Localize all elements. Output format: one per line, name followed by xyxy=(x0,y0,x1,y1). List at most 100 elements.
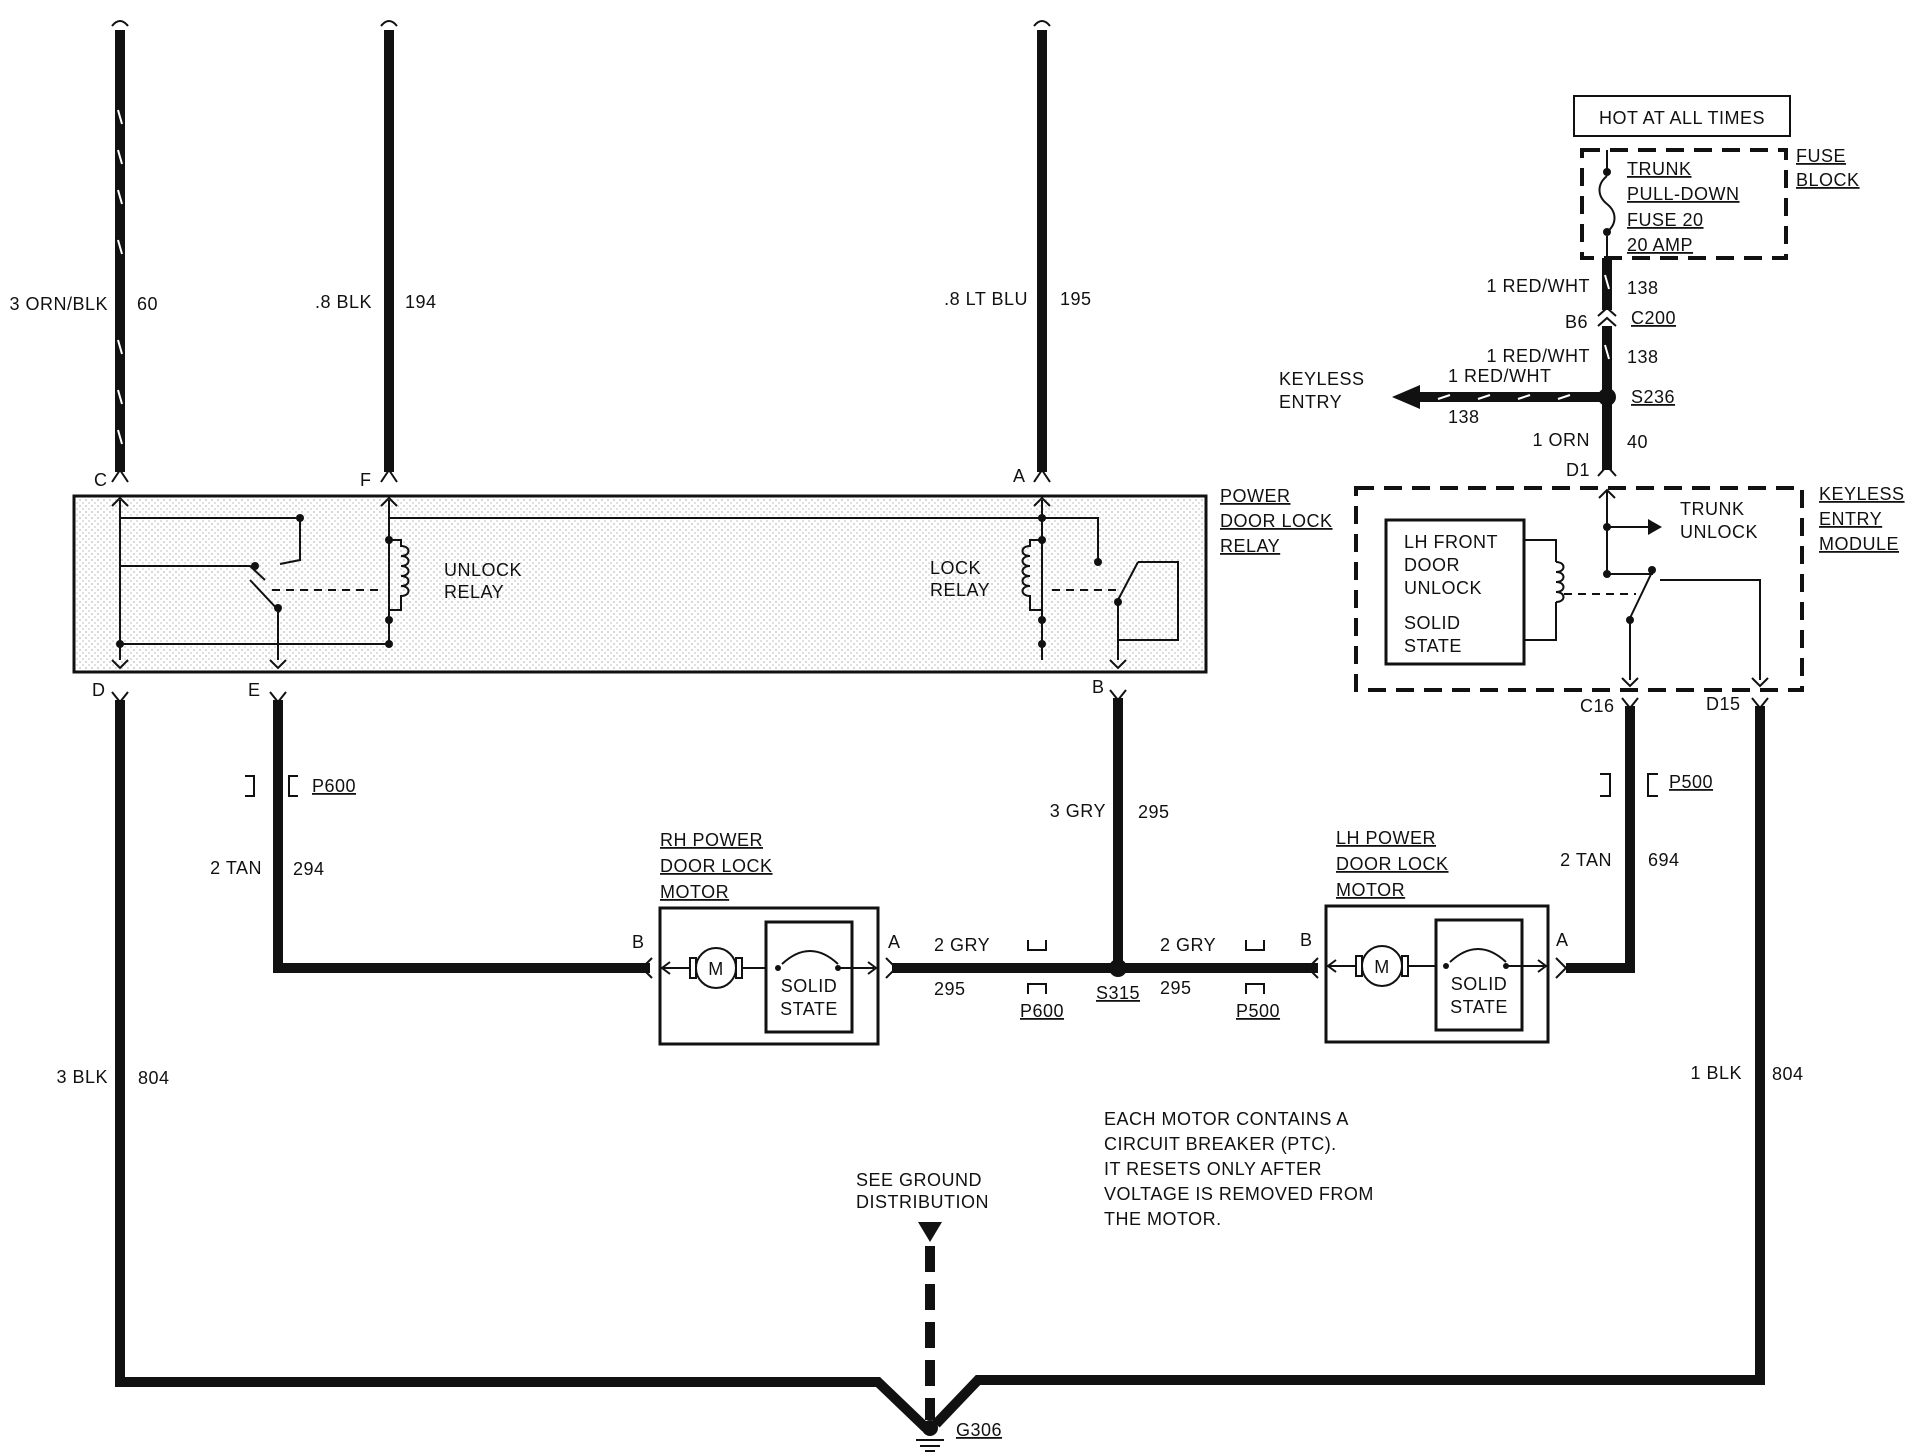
trunk-unlock-line1: TRUNK xyxy=(1680,499,1745,519)
trunk-unlock-line2: UNLOCK xyxy=(1680,522,1758,542)
relay-title-line3: RELAY xyxy=(1220,536,1280,556)
lh-motor-title-line1: LH POWER xyxy=(1336,828,1436,848)
wire-804r-circuit: 804 xyxy=(1772,1064,1804,1084)
connector-p600-icon xyxy=(245,775,255,797)
wire-40-label: 1 ORN xyxy=(1532,430,1590,450)
connector-p600-icon xyxy=(1027,940,1047,951)
wire-break-icon xyxy=(1033,20,1051,27)
wire-195-label: .8 LT BLU xyxy=(944,289,1028,309)
unlock-coil-icon xyxy=(389,539,410,611)
connector-p500-icon xyxy=(1245,983,1265,994)
p500-label-vertical: P500 xyxy=(1669,772,1713,792)
wire-60-label: 3 ORN/BLK xyxy=(9,294,108,314)
connector-p500-icon xyxy=(1245,940,1265,951)
wire-195: .8 LT BLU 195 A xyxy=(944,20,1092,486)
wire-138-feed: 1 RED/WHT 138 B6 C200 1 RED/WHT 138 S236… xyxy=(1487,258,1676,480)
switch-contact-icon xyxy=(781,950,839,965)
wire-804-loop: 3 BLK 804 1 BLK 804 xyxy=(56,691,1804,1432)
arrow-down-icon xyxy=(111,659,129,670)
connector-p500-icon xyxy=(1600,773,1611,797)
arrow-up-icon xyxy=(1033,496,1051,507)
rh-ss-line2: STATE xyxy=(780,999,838,1019)
kem-inner-line1: LH FRONT xyxy=(1404,532,1498,552)
rh-motor-pin-a: A xyxy=(888,932,901,952)
fuse-line1: TRUNK xyxy=(1627,159,1692,179)
kem-inner-line4: SOLID xyxy=(1404,613,1461,633)
arrow-down-icon xyxy=(1109,659,1127,670)
pin-e: E xyxy=(248,680,261,700)
wire-138a-label: 1 RED/WHT xyxy=(1487,276,1591,296)
unlock-relay-line2: RELAY xyxy=(444,582,504,602)
keyless-arrow-line1: KEYLESS xyxy=(1279,369,1365,389)
rh-motor-symbol: M xyxy=(708,959,724,979)
rh-ss-line1: SOLID xyxy=(781,976,838,996)
s236-label: S236 xyxy=(1631,387,1675,407)
pin-b-relay: B xyxy=(1092,677,1105,697)
arrow-up-icon xyxy=(1598,488,1616,499)
wire-194-label: .8 BLK xyxy=(315,292,372,312)
pin-c: C xyxy=(94,470,108,490)
wire-break-icon xyxy=(380,20,398,27)
wire-195-circuit: 195 xyxy=(1060,289,1092,309)
pin-d: D xyxy=(92,680,106,700)
arrow-right-icon xyxy=(1537,959,1548,973)
splice-s315 xyxy=(1109,959,1127,977)
lh-ss-line2: STATE xyxy=(1450,997,1508,1017)
wire-295r-circuit: 295 xyxy=(1160,978,1192,998)
connector-chevron-icon xyxy=(380,468,398,483)
ground-g306: SEE GROUND DISTRIBUTION G306 xyxy=(856,1170,1002,1452)
wire-694-circuit: 694 xyxy=(1648,850,1680,870)
keyless-arrow-circuit: 138 xyxy=(1448,407,1480,427)
note: EACH MOTOR CONTAINS A CIRCUIT BREAKER (P… xyxy=(1104,1109,1373,1229)
connector-chevron-icon xyxy=(640,957,653,979)
connector-chevron-icon xyxy=(111,468,129,483)
wire-295v-circuit: 295 xyxy=(1138,802,1170,822)
wire-694: P500 2 TAN 694 xyxy=(1560,697,1713,973)
fuse-line2: PULL-DOWN xyxy=(1627,184,1740,204)
kem-coil-icon xyxy=(1555,561,1565,603)
kem-title-line2: ENTRY xyxy=(1819,509,1882,529)
keyless-entry-module: LH FRONT DOOR UNLOCK SOLID STATE TRUNK U… xyxy=(1354,486,1804,692)
connector-chevron-icon xyxy=(1597,464,1617,477)
lh-motor-title-line3: MOTOR xyxy=(1336,880,1405,900)
wire-294-label: 2 TAN xyxy=(210,858,262,878)
connector-chevron-icon xyxy=(1306,957,1319,979)
keyless-entry-arrow: KEYLESS ENTRY 1 RED/WHT 138 xyxy=(1279,366,1607,427)
lh-motor-pin-a: A xyxy=(1556,930,1569,950)
pin-c16: C16 xyxy=(1580,696,1615,716)
kem-inner-line3: UNLOCK xyxy=(1404,578,1482,598)
arrow-down-icon xyxy=(918,1222,942,1242)
pin-a: A xyxy=(1013,466,1026,486)
lock-relay-line1: LOCK xyxy=(930,558,981,578)
relay-title-line1: POWER xyxy=(1220,486,1291,506)
p600-label: P600 xyxy=(1020,1001,1064,1021)
kem-title-line3: MODULE xyxy=(1819,534,1899,554)
wire-break-icon xyxy=(111,20,129,27)
wire-294: P600 2 TAN 294 xyxy=(210,691,650,973)
keyless-arrow-line2: ENTRY xyxy=(1279,392,1342,412)
lh-motor-title-line2: DOOR LOCK xyxy=(1336,854,1449,874)
wire-295-horizontal: 2 GRY 295 P600 S315 2 GRY 295 P500 xyxy=(892,935,1318,1021)
connector-chevron-icon xyxy=(1555,957,1568,979)
wire-295v-label: 3 GRY xyxy=(1050,801,1106,821)
rh-motor-title-line1: RH POWER xyxy=(660,830,763,850)
lh-ss-line1: SOLID xyxy=(1451,974,1508,994)
wire-694-label: 2 TAN xyxy=(1560,850,1612,870)
kem-title-line1: KEYLESS xyxy=(1819,484,1905,504)
wire-295-vertical: 3 GRY 295 xyxy=(1050,689,1170,968)
fuse-line3: FUSE 20 xyxy=(1627,210,1704,230)
connector-chevron-icon xyxy=(1033,468,1051,483)
note-line1: EACH MOTOR CONTAINS A xyxy=(1104,1109,1349,1129)
p600-label-vertical: P600 xyxy=(312,776,356,796)
connector-p600-icon xyxy=(288,775,298,797)
arrow-down-icon xyxy=(269,659,287,670)
wire-294-circuit: 294 xyxy=(293,859,325,879)
wire-40-circuit: 40 xyxy=(1627,432,1648,452)
connector-p500-icon xyxy=(1647,773,1658,797)
connector-chevron-icon xyxy=(885,957,898,979)
wire-138a-circuit: 138 xyxy=(1627,278,1659,298)
see-ground-line2: DISTRIBUTION xyxy=(856,1192,989,1212)
hot-at-all-times-label: HOT AT ALL TIMES xyxy=(1599,108,1765,128)
connector-chevron-icon xyxy=(1597,316,1617,327)
